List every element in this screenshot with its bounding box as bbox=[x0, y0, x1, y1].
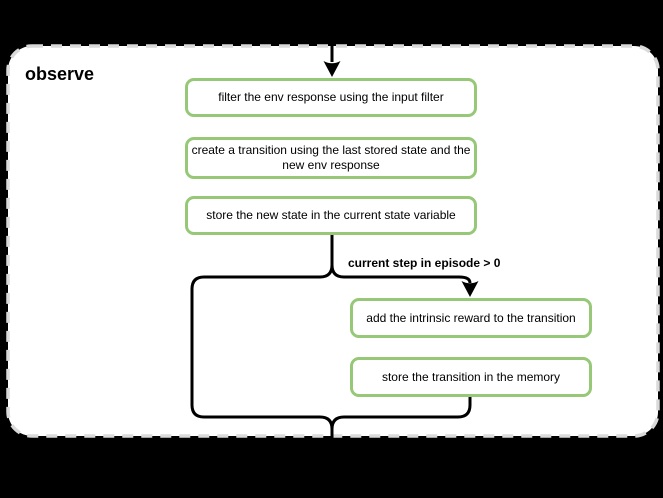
step-store-transition-memory: store the transition in the memory bbox=[350, 357, 592, 397]
step-label: create a transition using the last store… bbox=[191, 143, 471, 157]
connector-branch-right bbox=[330, 264, 472, 284]
step-filter-env-response: filter the env response using the input … bbox=[185, 78, 477, 117]
arrowhead-branch-icon bbox=[461, 281, 479, 297]
connector-branch-return bbox=[330, 396, 472, 430]
step-store-new-state: store the new state in the current state… bbox=[185, 196, 477, 235]
branch-condition-label: current step in episode > 0 bbox=[348, 256, 501, 270]
step-label: add the intrinsic reward to the transiti… bbox=[366, 310, 576, 325]
step-label: store the new state in the current state… bbox=[206, 208, 456, 222]
connector-bypass-loop bbox=[190, 264, 334, 463]
step-label: new env response bbox=[282, 158, 380, 172]
step-create-transition: create a transition using the last store… bbox=[185, 137, 477, 179]
diagram-title: observe bbox=[25, 64, 95, 84]
step-add-intrinsic-reward: add the intrinsic reward to the transiti… bbox=[350, 298, 592, 338]
arrowhead-incoming-icon bbox=[323, 61, 341, 77]
step-label: store the transition in the memory bbox=[381, 369, 561, 384]
step-label: filter the env response using the input … bbox=[218, 90, 444, 104]
